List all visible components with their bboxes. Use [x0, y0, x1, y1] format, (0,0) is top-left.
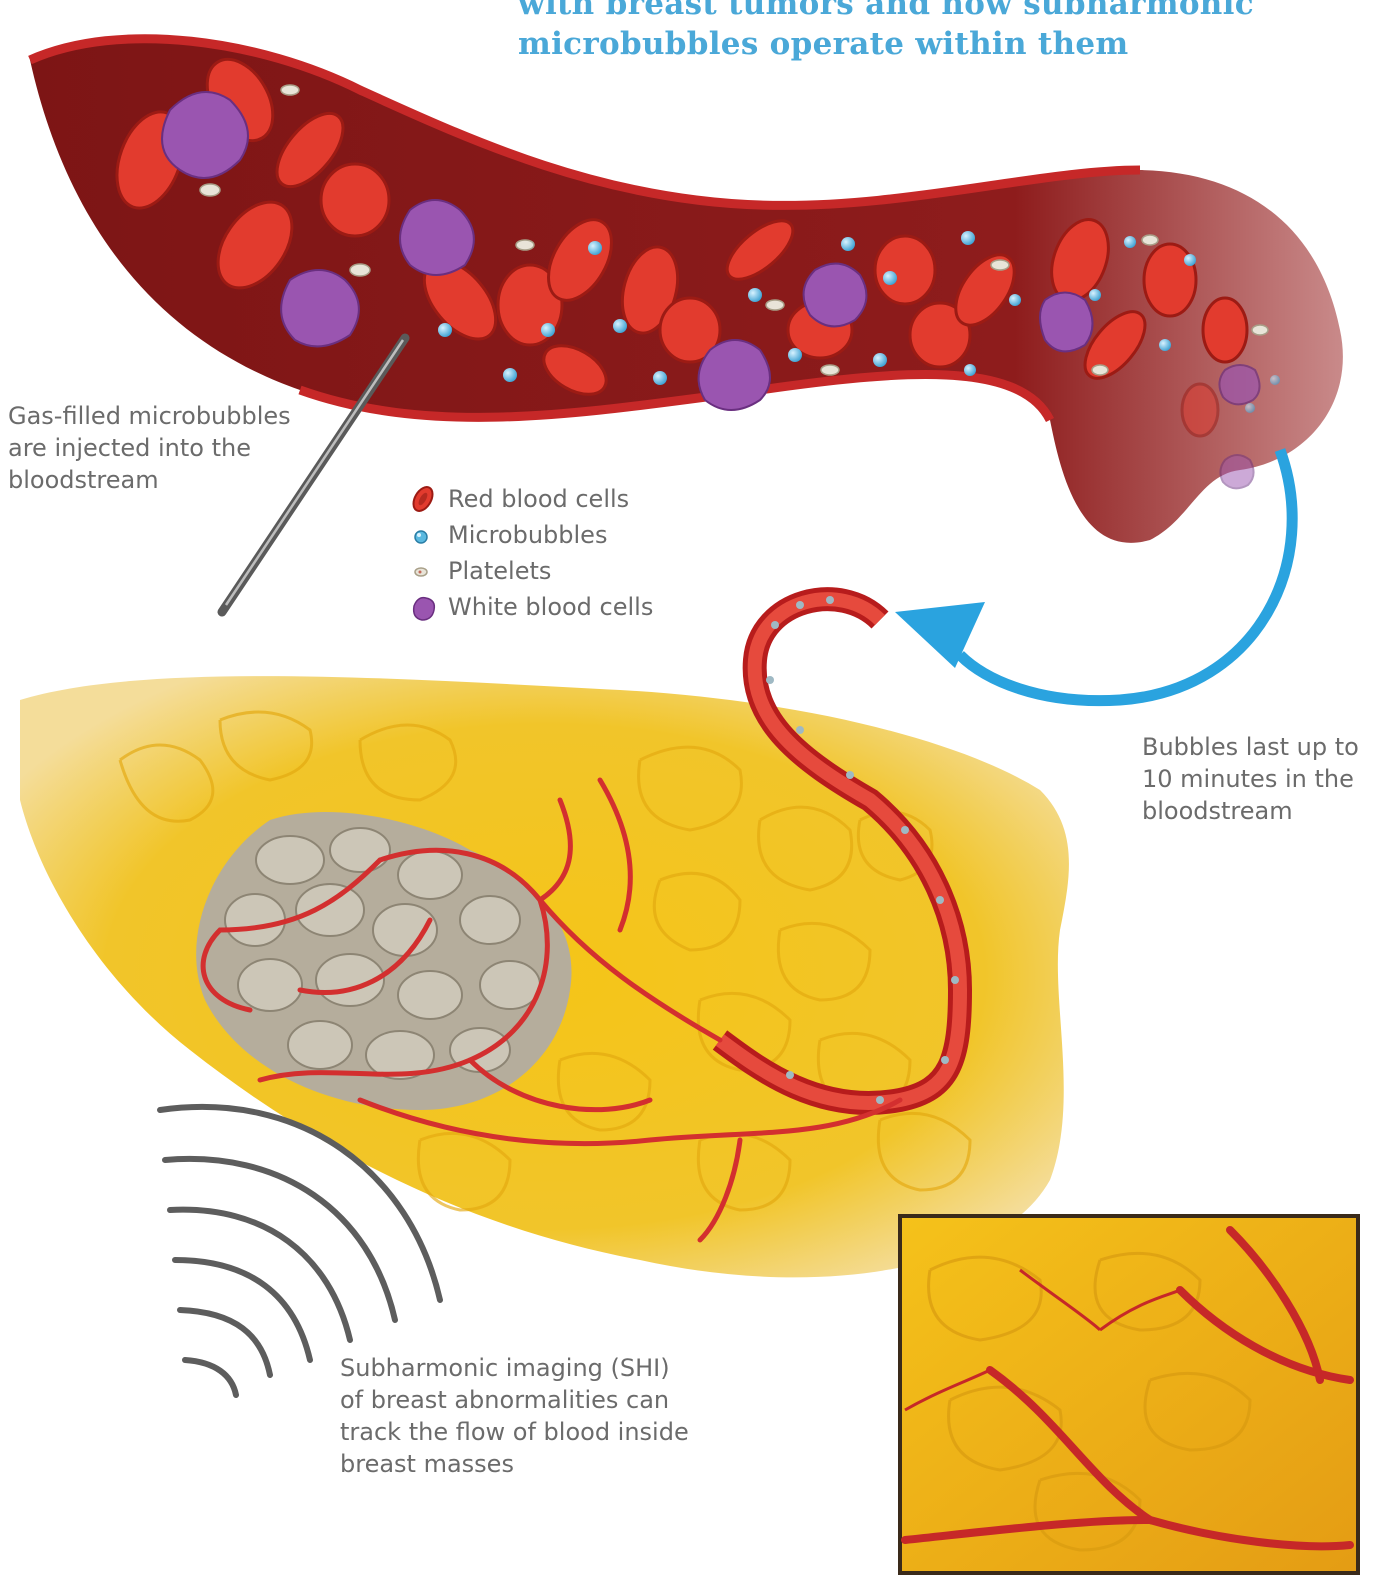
legend-label: Microbubbles — [448, 521, 607, 549]
caption-line: bloodstream — [1142, 795, 1359, 827]
title-line: with breast tumors and how subharmonic — [518, 0, 1398, 24]
page-title: with breast tumors and how subharmonic m… — [518, 0, 1398, 64]
shi-inset-image — [900, 1216, 1358, 1573]
caption-line: 10 minutes in the — [1142, 763, 1359, 795]
white-blood-cell-icon — [410, 592, 438, 624]
injection-caption: Gas-filled microbubbles are injected int… — [8, 400, 291, 496]
legend-label: Platelets — [448, 557, 551, 585]
legend: Red blood cells Microbubbles Platelets W… — [410, 483, 653, 627]
legend-label: White blood cells — [448, 593, 653, 621]
legend-item-red-blood-cells: Red blood cells — [410, 483, 653, 519]
legend-item-white-blood-cells: White blood cells — [410, 591, 653, 627]
legend-label: Red blood cells — [448, 485, 629, 513]
legend-item-platelets: Platelets — [410, 555, 653, 591]
caption-line: Subharmonic imaging (SHI) — [340, 1352, 689, 1384]
caption-line: bloodstream — [8, 464, 291, 496]
duration-caption: Bubbles last up to 10 minutes in the blo… — [1142, 731, 1359, 827]
caption-line: breast masses — [340, 1448, 689, 1480]
legend-item-microbubbles: Microbubbles — [410, 519, 653, 555]
caption-line: track the flow of blood inside — [340, 1416, 689, 1448]
microbubble-icon — [410, 520, 436, 550]
caption-line: are injected into the — [8, 432, 291, 464]
caption-line: Gas-filled microbubbles — [8, 400, 291, 432]
caption-line: of breast abnormalities can — [340, 1384, 689, 1416]
platelet-icon — [410, 556, 436, 586]
imaging-caption: Subharmonic imaging (SHI) of breast abno… — [340, 1352, 689, 1480]
caption-line: Bubbles last up to — [1142, 731, 1359, 763]
title-line: microbubbles operate within them — [518, 24, 1398, 64]
red-blood-cell-icon — [410, 484, 436, 514]
